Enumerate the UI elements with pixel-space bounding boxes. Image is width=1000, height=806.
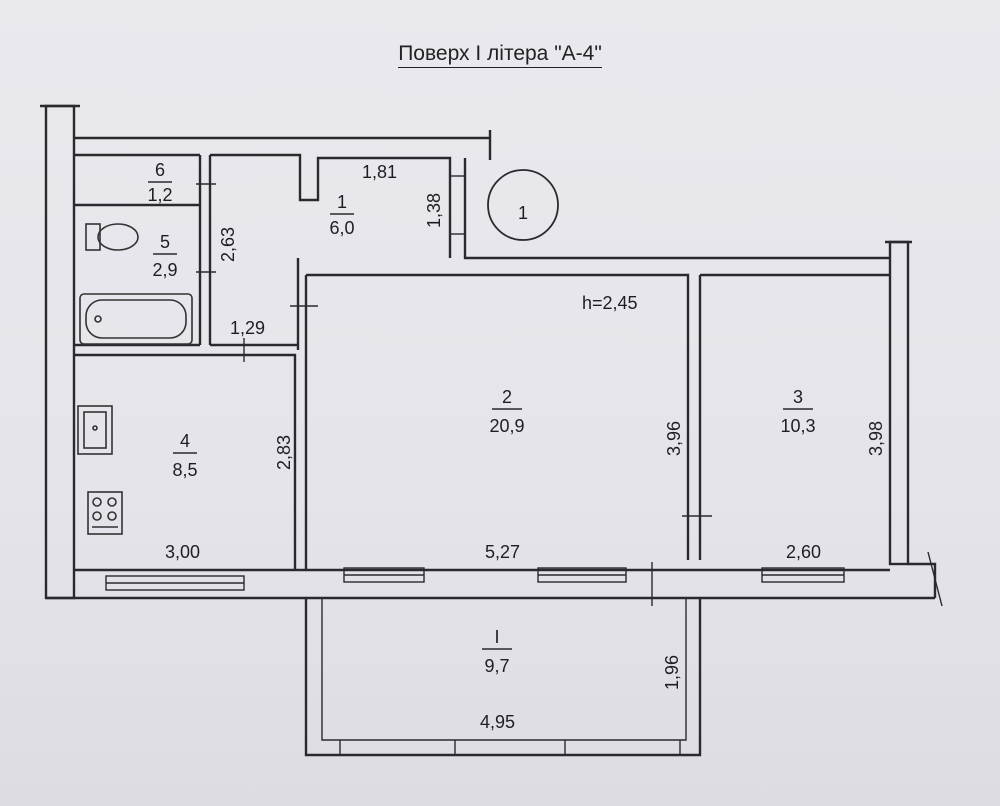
room-1-area: 6,0 xyxy=(329,218,354,238)
plan-title: Поверх І літера "А-4" xyxy=(0,42,1000,68)
height-note: h=2,45 xyxy=(582,293,638,313)
room-label-2: 2 20,9 xyxy=(489,387,524,436)
room-1-number: 1 xyxy=(337,192,347,212)
balcony-area: 9,7 xyxy=(484,656,509,676)
room-label-balcony: І 9,7 xyxy=(482,627,512,676)
room-label-6: 6 1,2 xyxy=(147,160,172,205)
windows xyxy=(105,175,845,755)
dim-2-83: 2,83 xyxy=(274,435,294,470)
room-5-area: 2,9 xyxy=(152,260,177,280)
room-6-number: 6 xyxy=(155,160,165,180)
room-label-5: 5 2,9 xyxy=(152,232,177,280)
dim-2-60: 2,60 xyxy=(786,542,821,562)
dim-4-95: 4,95 xyxy=(480,712,515,732)
balcony-number: І xyxy=(494,627,499,647)
stove-icon xyxy=(87,491,123,535)
right-outer-wall xyxy=(888,240,910,566)
room-3-number: 3 xyxy=(793,387,803,407)
room-4-number: 4 xyxy=(180,431,190,451)
room-3-area: 10,3 xyxy=(780,416,815,436)
dim-1-96: 1,96 xyxy=(662,655,682,690)
tick-marks xyxy=(196,183,943,607)
dim-1-29: 1,29 xyxy=(230,318,265,338)
dim-2-63: 2,63 xyxy=(218,227,238,262)
bathtub-icon xyxy=(79,293,193,345)
room-label-1: 1 6,0 xyxy=(329,192,354,238)
sink-icon xyxy=(77,405,113,455)
dim-3-98: 3,98 xyxy=(866,421,886,456)
dimensions: 1,81 1,38 2,63 1,29 2,83 3,00 5,27 3,96 … xyxy=(165,162,886,732)
room-6-area: 1,2 xyxy=(147,185,172,205)
dim-5-27: 5,27 xyxy=(485,542,520,562)
plan-number-circle xyxy=(487,169,559,241)
room-2-number: 2 xyxy=(502,387,512,407)
fixtures xyxy=(77,223,193,535)
room-5-number: 5 xyxy=(160,232,170,252)
room-4-area: 8,5 xyxy=(172,460,197,480)
room-2-area: 20,9 xyxy=(489,416,524,436)
room-label-4: 4 8,5 xyxy=(172,431,197,480)
dim-3-96: 3,96 xyxy=(664,421,684,456)
dim-3-00: 3,00 xyxy=(165,542,200,562)
dim-1-81: 1,81 xyxy=(362,162,397,182)
window-hall xyxy=(449,175,466,235)
room-label-3: 3 10,3 xyxy=(780,387,815,436)
left-outer-wall xyxy=(44,104,76,600)
dim-1-38: 1,38 xyxy=(424,193,444,228)
plan-title-text: Поверх І літера "А-4" xyxy=(398,42,602,68)
plan-number: 1 xyxy=(518,203,528,223)
toilet-icon xyxy=(85,223,139,251)
